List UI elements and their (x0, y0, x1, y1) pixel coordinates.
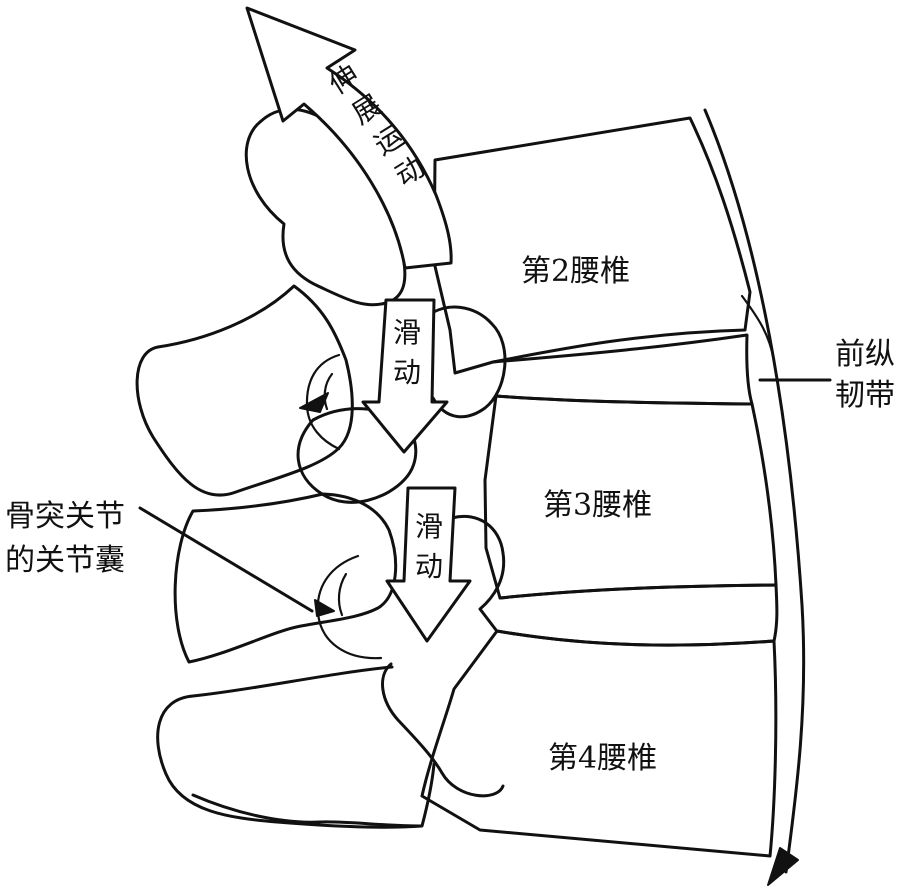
label-l4: 第4腰椎 (548, 741, 657, 776)
slide-lower-char-2: 动 (415, 550, 443, 583)
label-anterior-ligament-line2: 韧带 (835, 378, 895, 413)
l2-vertebra-body (432, 116, 752, 375)
extension-arrow (245, 6, 453, 270)
upper-capsule-arrow-head (299, 392, 329, 413)
l4-posterior-elements (381, 662, 505, 798)
l2-facet (424, 305, 507, 419)
l4-vertebra-body (420, 629, 778, 858)
slide-lower-char-1: 滑 (415, 510, 443, 543)
l3-lamina (173, 492, 398, 664)
capsule-pointer-arrow-head (314, 599, 335, 617)
upper-capsule-inner (323, 372, 334, 411)
l4-lower-process (191, 793, 423, 828)
disc-l2-l3 (491, 333, 754, 406)
label-anterior-ligament-line1: 前纵 (835, 337, 895, 372)
capsule-pointer-line (138, 506, 314, 613)
ligament-lower-arrow-head (767, 847, 799, 886)
ligament-attachment-line (740, 294, 776, 362)
slide-upper-char-1: 滑 (393, 316, 421, 349)
slide-arrow-upper (361, 298, 449, 454)
label-capsule-line2: 的关节囊 (5, 543, 125, 578)
anterior-ligament-line (703, 108, 806, 874)
lower-capsule-inner (337, 572, 348, 617)
label-l2: 第2腰椎 (521, 254, 630, 289)
slide-upper-char-2: 动 (393, 356, 421, 389)
label-l3: 第3腰椎 (543, 488, 652, 523)
l2-lamina (135, 284, 354, 497)
l4-lamina (156, 665, 436, 829)
slide-arrow-lower (385, 486, 472, 643)
label-capsule-line1: 骨突关节 (5, 499, 125, 534)
l3-facet (450, 515, 506, 632)
